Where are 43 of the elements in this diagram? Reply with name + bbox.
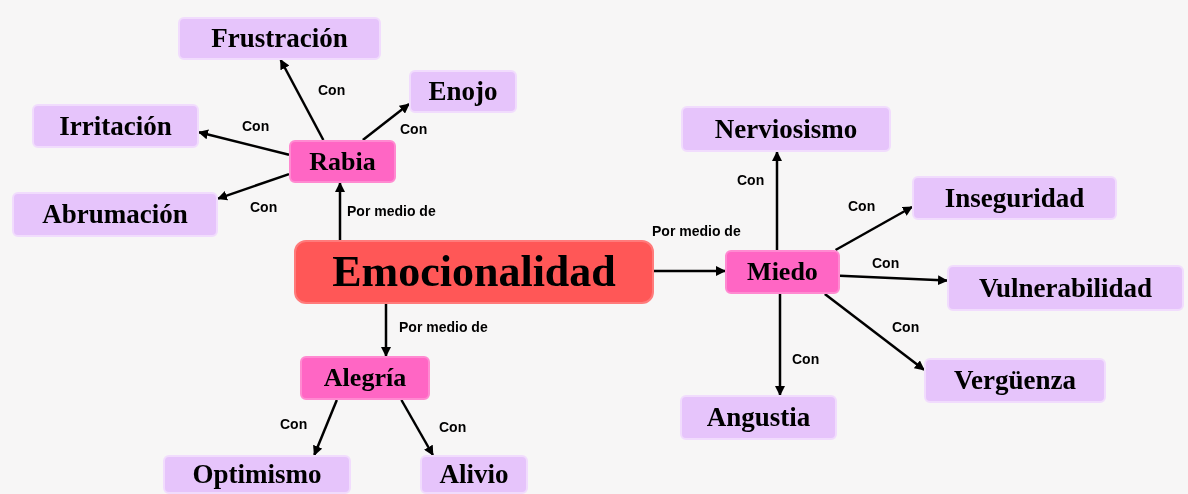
edge-label: Con	[890, 320, 922, 334]
arrow	[834, 205, 913, 252]
edge-label: Con	[846, 199, 878, 213]
concept-box: Enojo	[409, 70, 517, 113]
edge-label: Por medio de	[345, 204, 438, 218]
concept-box: Frustración	[178, 17, 381, 60]
arrow	[654, 266, 726, 276]
concept-box: Optimismo	[163, 455, 351, 494]
edge-label: Con	[437, 420, 469, 434]
concept-box: Alivio	[420, 455, 528, 494]
concept-box: Abrumación	[12, 192, 218, 237]
edge-label: Con	[870, 256, 902, 270]
arrow	[400, 399, 434, 456]
concept-box: Vergüenza	[924, 358, 1106, 403]
arrow	[775, 294, 785, 396]
edge-label: Con	[398, 122, 430, 136]
concept-box: Irritación	[32, 104, 199, 148]
arrow	[198, 129, 290, 156]
category-box: Rabia	[289, 140, 396, 183]
edge-label: Por medio de	[397, 320, 490, 334]
edge-label: Por medio de	[650, 224, 743, 238]
category-box: Miedo	[725, 250, 840, 294]
arrow	[824, 293, 925, 371]
arrow	[772, 151, 782, 250]
arrow	[335, 182, 345, 240]
concept-box: Nerviosismo	[681, 106, 891, 152]
edge-label: Con	[278, 417, 310, 431]
arrow	[362, 103, 410, 141]
concept-box: Vulnerabilidad	[947, 265, 1184, 311]
category-box: Emocionalidad	[294, 240, 654, 304]
edge-label: Con	[735, 173, 767, 187]
edge-label: Con	[248, 200, 280, 214]
edge-label: Con	[240, 119, 272, 133]
arrow	[839, 274, 948, 286]
concept-box: Inseguridad	[912, 176, 1117, 220]
arrow	[381, 304, 391, 357]
arrow	[313, 399, 338, 456]
concept-box: Angustia	[680, 395, 837, 440]
arrow	[217, 172, 290, 201]
category-box: Alegría	[300, 356, 430, 400]
arrow	[279, 59, 325, 141]
edge-label: Con	[316, 83, 348, 97]
edge-label: Con	[790, 352, 822, 366]
